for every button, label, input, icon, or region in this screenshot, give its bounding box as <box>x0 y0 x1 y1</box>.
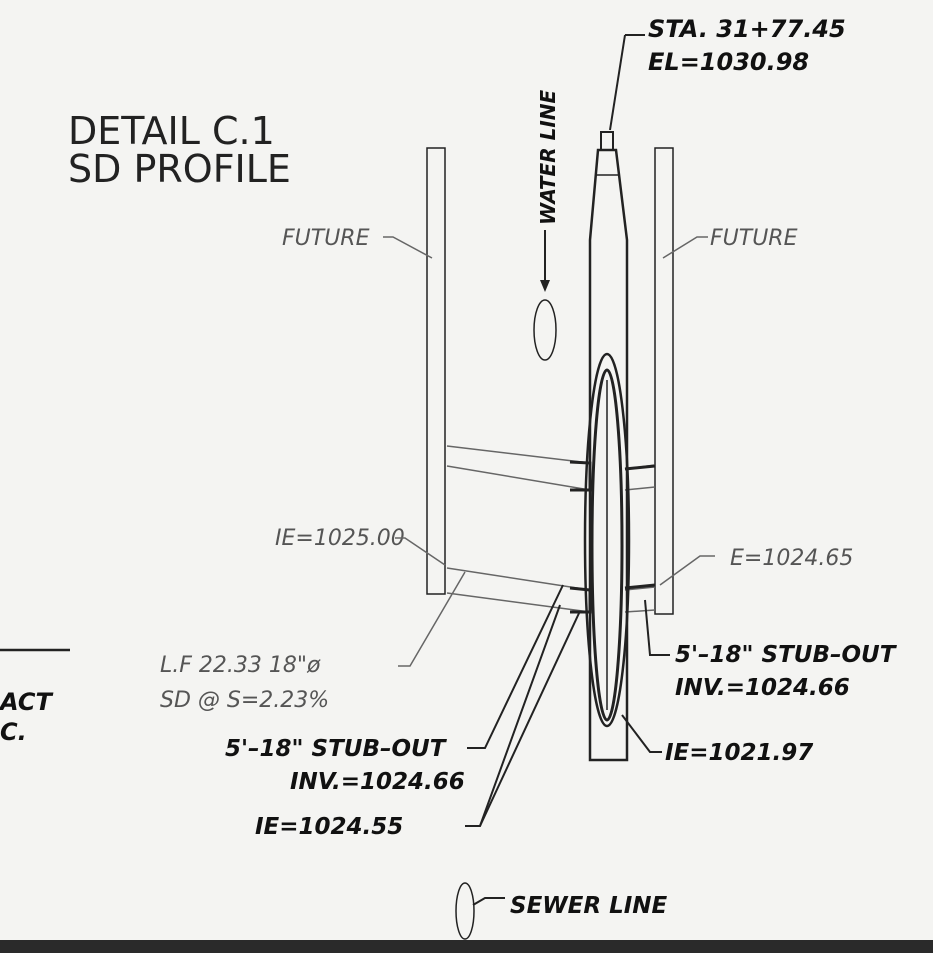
bottom-border <box>0 940 933 953</box>
profile-title: SD PROFILE <box>68 147 291 191</box>
stub-left-label-1: 5'–18" STUB–OUT <box>225 736 448 762</box>
water-line-ellipse <box>533 299 557 361</box>
lf-leader <box>398 571 466 667</box>
edge-text-1: ACT <box>0 688 53 716</box>
stub-left-leader <box>467 584 564 749</box>
elevation-label: EL=1030.98 <box>648 48 809 76</box>
water-line-arrowhead <box>540 280 550 292</box>
ie-right-label: E=1024.65 <box>730 546 853 571</box>
future-pipe-right <box>654 147 674 615</box>
station-leader <box>609 34 626 131</box>
ie-left-leader <box>395 537 446 566</box>
future-right-leader <box>662 236 708 259</box>
ie-right-leader <box>659 555 715 586</box>
ie-manhole-label: IE=1021.97 <box>665 740 813 766</box>
sewer-line-ellipse <box>455 882 475 940</box>
water-line-label: WATER LINE <box>536 89 560 225</box>
sd-pipe-bottom <box>446 592 591 613</box>
future-left-label: FUTURE <box>282 226 370 251</box>
sewer-line-label: SEWER LINE <box>510 893 668 919</box>
station-label: STA. 31+77.45 <box>648 15 846 43</box>
sewer-line-leader <box>472 897 505 906</box>
lf-label-1: L.F 22.33 18"ø <box>160 653 321 678</box>
upper-pipe-bottom <box>446 465 591 491</box>
sd-pipe-top <box>446 567 591 591</box>
sd-pipe-right-top <box>624 586 656 591</box>
edge-text-2: C. <box>0 718 27 746</box>
stub-right-leader <box>644 599 670 656</box>
manhole-inner-ellipse <box>590 368 624 722</box>
stub-right-label-2: INV.=1024.66 <box>675 675 850 701</box>
stub-right-label-1: 5'–18" STUB–OUT <box>675 642 898 668</box>
lf-label-2: SD @ S=2.23% <box>160 688 329 713</box>
stub-left-label-2: INV.=1024.66 <box>290 769 465 795</box>
manhole-outer-ellipse <box>583 352 631 728</box>
upper-pipe-right-bottom <box>624 486 656 491</box>
manhole-cone <box>588 148 629 762</box>
future-pipe-left <box>426 147 446 595</box>
ie-bottom-leader-2 <box>479 610 581 827</box>
stub-right-lower <box>624 583 656 590</box>
future-left-leader <box>383 236 433 259</box>
detail-title: DETAIL C.1 <box>68 109 275 153</box>
stub-right-upper <box>624 464 656 471</box>
upper-pipe-top <box>446 445 591 464</box>
ie-manhole-leader <box>621 714 662 753</box>
stub-left-upper <box>569 460 592 492</box>
ie-bottom-leader-1 <box>465 604 561 827</box>
manhole-top-cap <box>600 131 614 151</box>
ie-bottom-label: IE=1024.55 <box>255 814 403 840</box>
ie-left-label: IE=1025.00 <box>275 526 405 551</box>
future-right-label: FUTURE <box>710 226 798 251</box>
sd-pipe-right-bottom <box>624 609 656 613</box>
